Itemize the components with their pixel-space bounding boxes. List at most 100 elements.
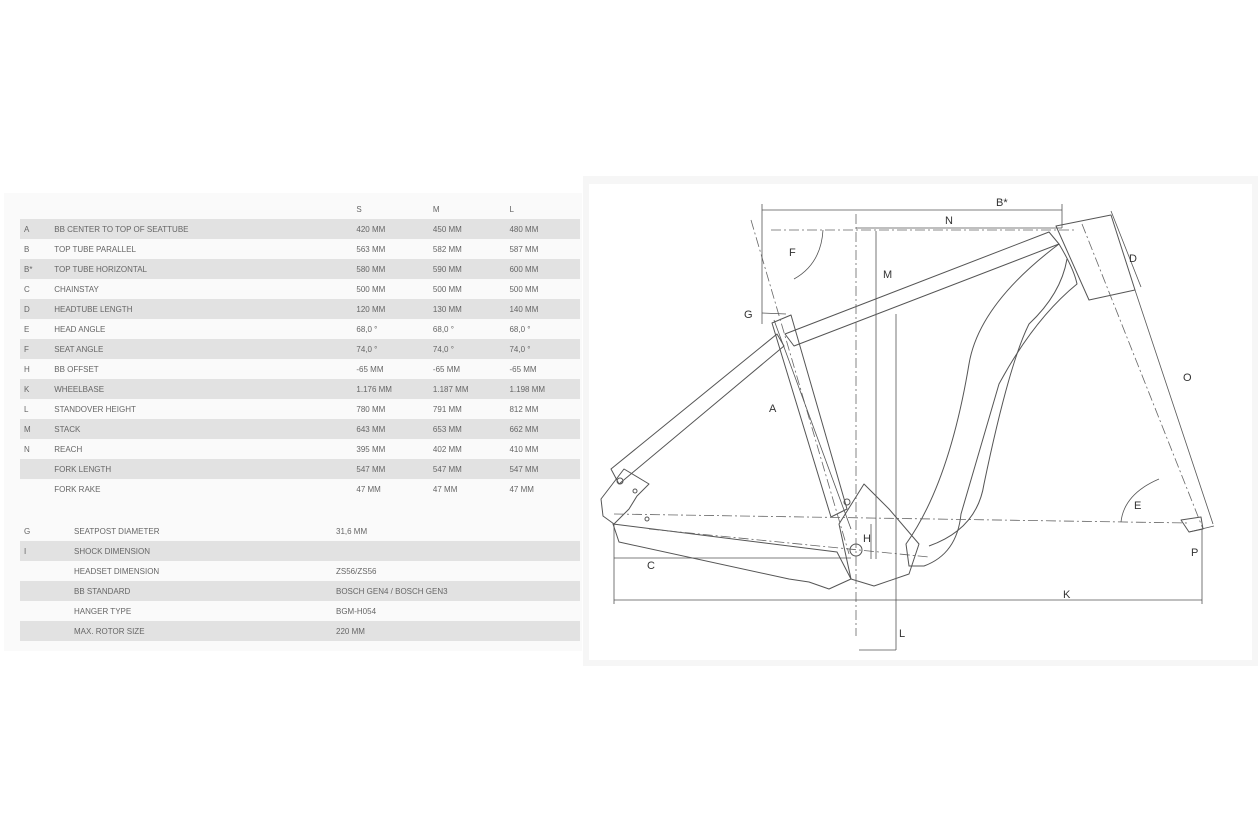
dropout-bolt bbox=[632, 488, 638, 494]
value-l: 68,0 ° bbox=[509, 324, 531, 334]
value-s: 780 MM bbox=[356, 404, 386, 414]
row-name: WHEELBASE bbox=[54, 379, 357, 399]
label-p: P bbox=[1191, 547, 1198, 559]
value-l: 662 MM bbox=[509, 419, 580, 439]
value-m: 450 MM bbox=[432, 219, 510, 239]
row-name: SHOCK DIMENSION bbox=[74, 541, 336, 561]
row-name: TOP TUBE HORIZONTAL bbox=[54, 259, 357, 279]
rear-axle bbox=[616, 477, 624, 485]
top-tube bbox=[784, 231, 1060, 347]
value-s: 500 MM bbox=[356, 284, 386, 294]
label-h: H bbox=[863, 533, 871, 545]
row-code bbox=[20, 561, 74, 581]
row-name: SEAT ANGLE bbox=[54, 339, 357, 359]
row-value bbox=[336, 541, 580, 561]
angle-f-arc bbox=[793, 229, 824, 280]
row-name: HEADTUBE LENGTH bbox=[54, 299, 357, 319]
value-l: 480 MM bbox=[509, 219, 580, 239]
label-m: M bbox=[883, 269, 892, 281]
label-c: C bbox=[647, 560, 655, 572]
header-spacer bbox=[54, 199, 356, 219]
row-code: K bbox=[20, 379, 55, 399]
row-name: BB CENTER TO TOP OF SEATTUBE bbox=[54, 219, 357, 239]
label-a: A bbox=[769, 403, 777, 415]
size-header: L bbox=[509, 204, 514, 214]
label-f: F bbox=[789, 247, 796, 259]
row-code: B bbox=[24, 244, 30, 254]
value-m: 791 MM bbox=[432, 404, 462, 414]
row-name: MAX. ROTOR SIZE bbox=[74, 621, 336, 641]
label-b-star: B* bbox=[996, 197, 1008, 209]
pivot bbox=[843, 498, 851, 506]
label-o: O bbox=[1183, 372, 1192, 384]
rear-dropout bbox=[600, 468, 650, 525]
head-angle-axis bbox=[1081, 223, 1204, 530]
value-l: 600 MM bbox=[509, 259, 580, 279]
frame-geometry-diagram: B* N D F M G O A E H C P K L bbox=[600, 197, 1215, 651]
row-code: E bbox=[24, 324, 30, 334]
value-l: 812 MM bbox=[509, 404, 539, 414]
value-l: 587 MM bbox=[509, 244, 539, 254]
value-m: 582 MM bbox=[432, 244, 462, 254]
value-m: -65 MM bbox=[432, 364, 461, 374]
row-value: BGM-H054 bbox=[336, 606, 377, 616]
row-name: TOP TUBE PARALLEL bbox=[54, 244, 136, 254]
row-code bbox=[20, 621, 74, 641]
label-n: N bbox=[945, 215, 953, 227]
dim-g-leader bbox=[761, 312, 787, 315]
row-name: STANDOVER HEIGHT bbox=[54, 404, 136, 414]
value-s: 420 MM bbox=[356, 219, 433, 239]
value-s: 395 MM bbox=[356, 444, 386, 454]
value-m: 500 MM bbox=[432, 284, 462, 294]
value-s: 1.176 MM bbox=[356, 379, 433, 399]
row-code bbox=[20, 459, 55, 479]
seat-stay bbox=[610, 333, 785, 485]
dim-p bbox=[1188, 525, 1215, 533]
row-value: 220 MM bbox=[336, 621, 580, 641]
dropout-bolt bbox=[644, 516, 650, 522]
header-spacer bbox=[20, 199, 54, 219]
value-s: 547 MM bbox=[356, 459, 433, 479]
row-code: B* bbox=[20, 259, 55, 279]
label-g: G bbox=[744, 309, 753, 321]
size-header: M bbox=[432, 204, 440, 214]
value-l: 500 MM bbox=[509, 284, 539, 294]
value-l: 74,0 ° bbox=[509, 339, 580, 359]
bottom-bracket-shell bbox=[838, 483, 920, 587]
row-name: SEATPOST DIAMETER bbox=[74, 526, 160, 536]
row-name: HEADSET DIMENSION bbox=[74, 566, 160, 576]
row-name: BB STANDARD bbox=[74, 581, 336, 601]
row-code: H bbox=[24, 364, 30, 374]
value-s: 47 MM bbox=[356, 484, 381, 494]
row-code: M bbox=[20, 419, 55, 439]
value-l: 47 MM bbox=[509, 484, 534, 494]
value-l: 410 MM bbox=[509, 444, 539, 454]
row-code: N bbox=[24, 444, 30, 454]
value-s: 580 MM bbox=[356, 259, 433, 279]
value-s: 120 MM bbox=[356, 299, 433, 319]
value-m: 547 MM bbox=[432, 459, 510, 479]
down-tube bbox=[905, 243, 1078, 567]
value-m: 653 MM bbox=[432, 419, 510, 439]
value-s: -65 MM bbox=[356, 364, 384, 374]
dim-o bbox=[1134, 289, 1214, 525]
value-m: 74,0 ° bbox=[432, 339, 510, 359]
row-name: HEAD ANGLE bbox=[54, 324, 106, 334]
row-name: CHAINSTAY bbox=[54, 284, 99, 294]
angle-e-arc bbox=[1120, 478, 1160, 523]
